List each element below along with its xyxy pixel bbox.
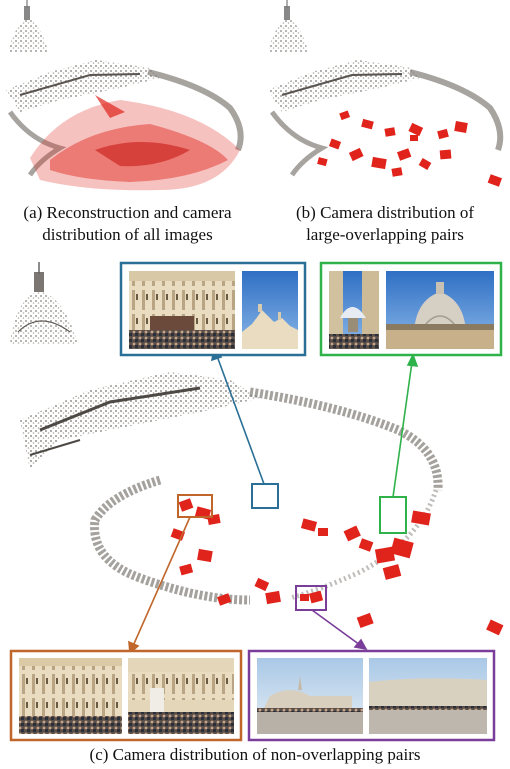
basilica-point-cloud	[20, 372, 260, 470]
colonnade-point-cloud	[7, 69, 244, 177]
caption-b: (b) Camera distribution of large-overlap…	[260, 202, 510, 246]
caption-c: (c) Camera distribution of non-overlappi…	[89, 745, 421, 764]
panel-a-reconstruction	[6, 0, 244, 191]
colonnade-point-cloud	[269, 69, 504, 177]
photo-facade-crowd	[129, 271, 235, 349]
caption-b-line2: large-overlapping pairs	[306, 225, 464, 244]
highlight-box-orange	[177, 494, 213, 518]
arrow-purple	[311, 609, 368, 651]
image-pair-green	[319, 261, 503, 357]
arrow-blue	[210, 347, 265, 485]
image-pair-orange	[9, 649, 243, 742]
camera-cluster-large-overlap	[317, 110, 503, 187]
caption-a: (a) Reconstruction and camera distributi…	[0, 202, 255, 246]
photo-fountain	[329, 271, 379, 349]
highlight-box-blue	[251, 483, 279, 509]
dome-point-cloud	[268, 0, 308, 52]
photo-colonnade-square	[369, 658, 487, 734]
arrow-orange	[128, 516, 191, 655]
basilica-point-cloud	[268, 60, 420, 112]
caption-b-line1: (b) Camera distribution of	[296, 203, 474, 222]
highlight-box-purple	[295, 585, 327, 611]
dome-point-cloud	[10, 262, 78, 345]
photo-statues-sky	[242, 271, 298, 349]
panel-c-non-overlap	[9, 261, 504, 742]
image-pair-blue	[119, 261, 307, 357]
basilica-point-cloud	[6, 60, 160, 112]
photo-columns-crowd	[19, 658, 122, 734]
arrow-green	[392, 352, 419, 498]
photo-obelisk-square	[257, 658, 363, 734]
photo-statue-crowd	[128, 658, 234, 734]
colonnade-point-cloud	[90, 387, 443, 605]
camera-cluster-all	[30, 95, 240, 191]
highlight-box-green	[379, 496, 407, 534]
panel-b-large-overlap	[268, 0, 504, 187]
photo-dome	[386, 271, 494, 349]
dome-point-cloud	[8, 0, 48, 52]
camera-cluster-non-overlap	[170, 498, 504, 636]
caption-a-line2: distribution of all images	[42, 225, 213, 244]
image-pair-purple	[247, 649, 496, 742]
caption-a-line1: (a) Reconstruction and camera	[23, 203, 232, 222]
